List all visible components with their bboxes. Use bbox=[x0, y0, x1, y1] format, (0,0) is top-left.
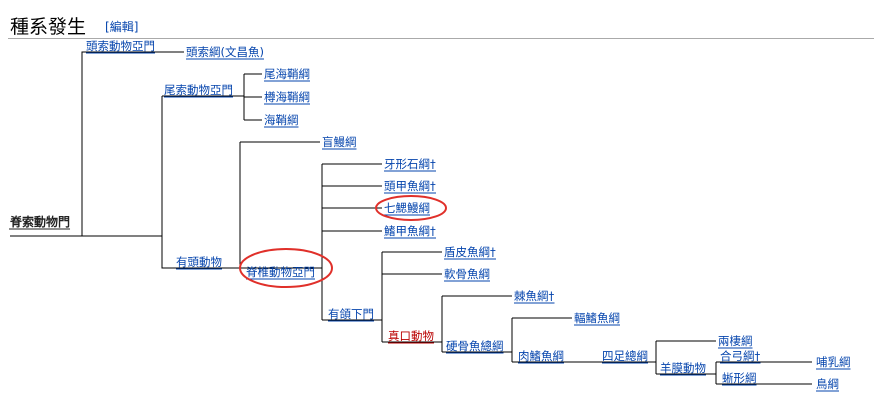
node-synapsida[interactable]: 合弓綱† bbox=[720, 349, 760, 363]
branch-line bbox=[382, 251, 442, 275]
node-pteraspidomorphi[interactable]: 鰭甲魚綱† bbox=[384, 224, 436, 238]
edit-bracket-close: ] bbox=[133, 20, 139, 34]
branch-line bbox=[322, 163, 382, 232]
node-chordata[interactable]: 脊索動物門 bbox=[9, 214, 70, 229]
node-vertebrata[interactable]: 脊椎動物亞門 bbox=[246, 265, 315, 279]
tree-lines bbox=[10, 51, 812, 385]
node-osteichthyes[interactable]: 硬骨魚總綱 bbox=[446, 339, 504, 353]
branch-line bbox=[10, 51, 184, 237]
node-sauropsida[interactable]: 蜥形綱 bbox=[722, 371, 757, 385]
section-heading: 種系發生 [編輯] bbox=[8, 12, 874, 39]
node-aves[interactable]: 鳥綱 bbox=[816, 377, 839, 391]
edit-section-link[interactable]: [編輯] bbox=[105, 18, 138, 35]
highlight-ring-petromyzontida bbox=[375, 195, 447, 221]
node-chondrichthyes[interactable]: 軟骨魚綱 bbox=[444, 267, 490, 281]
node-teleostomi[interactable]: 真口動物 bbox=[388, 329, 434, 343]
node-petromyzontida[interactable]: 七鰓鰻綱 bbox=[384, 201, 430, 215]
node-sarcopterygii[interactable]: 肉鰭魚綱 bbox=[518, 349, 564, 363]
node-urochordata[interactable]: 尾索動物亞門 bbox=[164, 83, 233, 97]
node-acanthodii[interactable]: 棘魚綱† bbox=[514, 289, 554, 303]
edit-bracket-open: [ bbox=[105, 20, 110, 34]
node-leptocardii[interactable]: 頭索綱(文昌魚) bbox=[186, 45, 264, 59]
node-ascidiacea[interactable]: 海鞘綱 bbox=[264, 113, 299, 127]
node-cephalaspidomorphi[interactable]: 頭甲魚綱† bbox=[384, 179, 436, 193]
node-myxini[interactable]: 盲鰻綱 bbox=[322, 135, 357, 149]
node-placodermi[interactable]: 盾皮魚綱† bbox=[444, 245, 496, 259]
tree-labels: 脊索動物門 頭索動物亞門 頭索綱(文昌魚) 尾索動物亞門 尾海鞘綱 樽海鞘綱 海… bbox=[9, 39, 851, 392]
node-appendicularia[interactable]: 尾海鞘綱 bbox=[264, 67, 310, 81]
node-mammalia[interactable]: 哺乳綱 bbox=[816, 355, 851, 369]
node-gnathostomata[interactable]: 有頜下門 bbox=[328, 307, 374, 321]
node-actinopterygii[interactable]: 輻鰭魚綱 bbox=[574, 311, 620, 325]
node-amniota[interactable]: 羊膜動物 bbox=[660, 361, 706, 375]
highlight-ring-vertebrata bbox=[239, 248, 333, 288]
node-amphibia[interactable]: 兩棲綱 bbox=[718, 334, 753, 348]
node-thaliacea[interactable]: 樽海鞘綱 bbox=[264, 90, 310, 104]
node-craniata[interactable]: 有頭動物 bbox=[176, 255, 222, 269]
node-cephalochordata[interactable]: 頭索動物亞門 bbox=[86, 39, 155, 53]
node-tetrapoda[interactable]: 四足總綱 bbox=[602, 349, 648, 363]
node-conodonta[interactable]: 牙形石綱† bbox=[384, 157, 436, 171]
annotations bbox=[239, 195, 447, 288]
section-title: 種系發生 bbox=[10, 16, 87, 38]
edit-link-text[interactable]: 編輯 bbox=[109, 20, 134, 34]
branch-line bbox=[161, 96, 240, 269]
branch-line bbox=[244, 73, 262, 121]
